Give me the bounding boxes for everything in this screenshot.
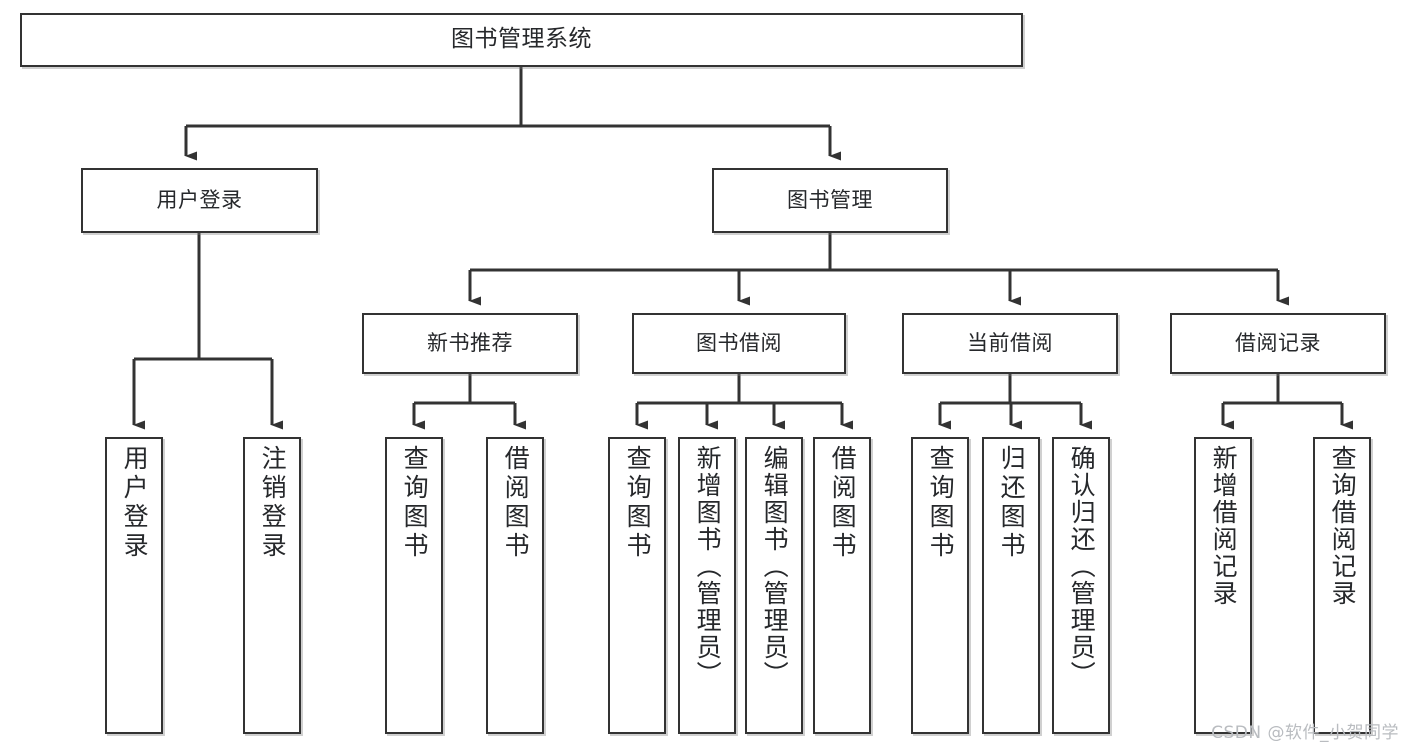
leaf-add-record[interactable]: 新增借阅记录: [1194, 437, 1252, 734]
leaf-edit-book[interactable]: 编辑图书（管理员）: [745, 437, 803, 734]
leaf-query-book-3-label: 查询图书: [926, 445, 956, 561]
leaf-edit-book-label: 编辑图书（管理员）: [760, 445, 790, 688]
node-borrow-record[interactable]: 借阅记录: [1170, 313, 1386, 374]
node-book-borrow[interactable]: 图书借阅: [632, 313, 846, 374]
leaf-logout-login[interactable]: 注销登录: [243, 437, 301, 734]
node-book-management[interactable]: 图书管理: [712, 168, 948, 233]
node-user-login-label: 用户登录: [156, 188, 243, 213]
leaf-query-record-label: 查询借阅记录: [1328, 445, 1358, 607]
leaf-query-book-1[interactable]: 查询图书: [385, 437, 443, 734]
node-current-borrow[interactable]: 当前借阅: [902, 313, 1118, 374]
leaf-borrow-book-2-label: 借阅图书: [828, 445, 858, 561]
leaf-add-book[interactable]: 新增图书（管理员）: [678, 437, 736, 734]
node-book-management-label: 图书管理: [787, 188, 873, 213]
node-new-book-recommend[interactable]: 新书推荐: [362, 313, 578, 374]
leaf-return-book[interactable]: 归还图书: [982, 437, 1040, 734]
leaf-confirm-return[interactable]: 确认归还（管理员）: [1052, 437, 1110, 734]
node-borrow-record-label: 借阅记录: [1235, 331, 1321, 356]
node-current-borrow-label: 当前借阅: [967, 331, 1053, 356]
leaf-borrow-book-1-label: 借阅图书: [501, 445, 531, 561]
leaf-user-login-label: 用户登录: [120, 445, 150, 561]
node-new-book-recommend-label: 新书推荐: [427, 331, 513, 356]
leaf-borrow-book-2[interactable]: 借阅图书: [813, 437, 871, 734]
leaf-logout-login-label: 注销登录: [258, 445, 288, 561]
leaf-query-book-2[interactable]: 查询图书: [608, 437, 666, 734]
leaf-query-book-2-label: 查询图书: [623, 445, 653, 561]
leaf-query-book-1-label: 查询图书: [400, 445, 430, 561]
leaf-add-book-label: 新增图书（管理员）: [693, 445, 723, 688]
leaf-return-book-label: 归还图书: [997, 445, 1027, 561]
leaf-add-record-label: 新增借阅记录: [1209, 445, 1239, 607]
leaf-query-book-3[interactable]: 查询图书: [911, 437, 969, 734]
leaf-confirm-return-label: 确认归还（管理员）: [1067, 445, 1097, 688]
node-root-label: 图书管理系统: [451, 26, 592, 53]
node-root[interactable]: 图书管理系统: [20, 13, 1023, 67]
leaf-user-login[interactable]: 用户登录: [105, 437, 163, 734]
csdn-watermark: CSDN @软件_小贺同学: [1211, 723, 1399, 743]
node-book-borrow-label: 图书借阅: [696, 331, 782, 356]
node-user-login[interactable]: 用户登录: [81, 168, 318, 233]
leaf-borrow-book-1[interactable]: 借阅图书: [486, 437, 544, 734]
leaf-query-record[interactable]: 查询借阅记录: [1313, 437, 1371, 734]
